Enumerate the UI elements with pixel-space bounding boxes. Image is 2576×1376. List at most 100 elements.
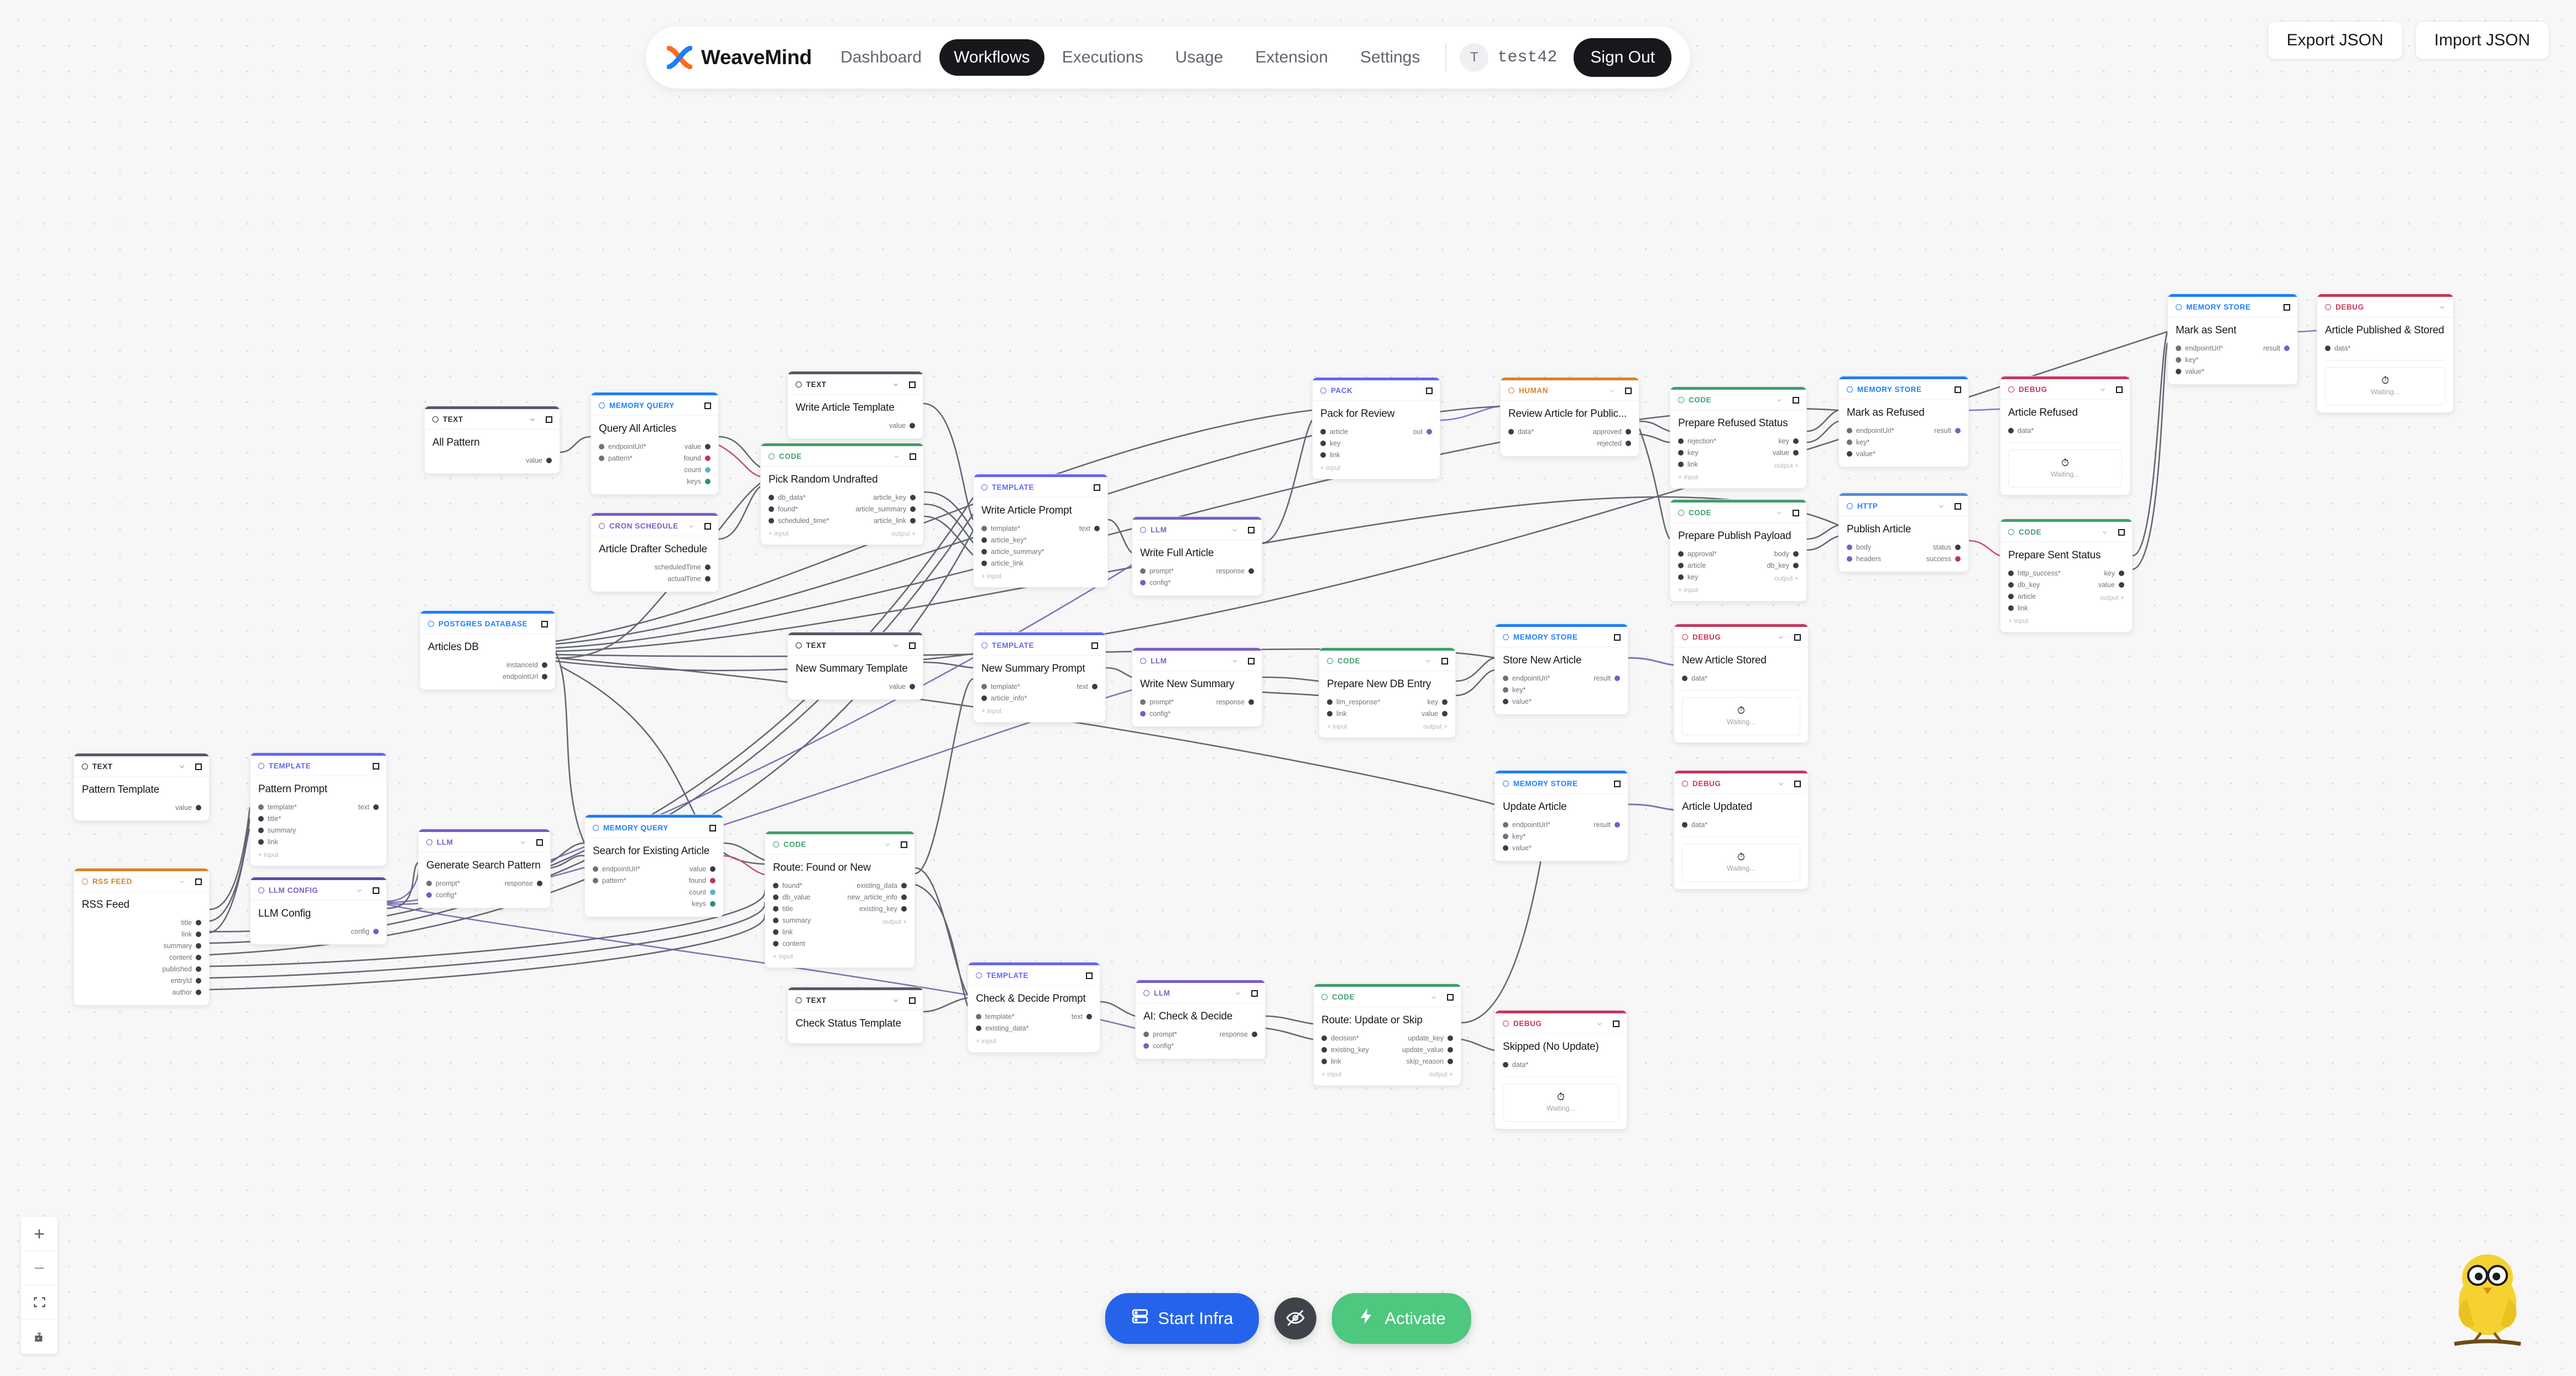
expand-square-icon[interactable] [546, 416, 552, 423]
expand-square-icon[interactable] [1094, 484, 1100, 491]
port-dot-icon[interactable] [910, 495, 916, 500]
input-port[interactable]: pattern* [599, 453, 646, 464]
chevron-down-icon[interactable] [892, 381, 900, 389]
output-port[interactable]: keys [687, 476, 710, 487]
port-dot-icon[interactable] [1678, 462, 1684, 467]
port-dot-icon[interactable] [1327, 711, 1333, 716]
port-dot-icon[interactable] [773, 918, 778, 923]
node-header[interactable]: MEMORY STORE [1495, 773, 1628, 794]
port-dot-icon[interactable] [1847, 451, 1852, 457]
port-dot-icon[interactable] [2284, 346, 2290, 351]
nav-item-settings[interactable]: Settings [1360, 48, 1420, 66]
nav-item-workflows[interactable]: Workflows [939, 39, 1044, 76]
output-port[interactable]: count [684, 464, 710, 475]
expand-square-icon[interactable] [1625, 387, 1632, 394]
port-dot-icon[interactable] [705, 479, 710, 484]
node-header[interactable]: HUMAN [1501, 380, 1639, 401]
input-port[interactable]: key* [1503, 831, 1550, 842]
chevron-down-icon[interactable] [178, 878, 186, 886]
node-header[interactable]: LLM [1132, 651, 1262, 671]
input-port[interactable]: headers [1847, 553, 1881, 564]
input-port[interactable]: endpointUrl* [599, 441, 646, 452]
input-port[interactable]: summary [773, 915, 811, 926]
port-dot-icon[interactable] [1847, 545, 1852, 550]
chevron-down-icon[interactable] [519, 839, 527, 846]
add-input-button[interactable]: + input [2008, 617, 2029, 625]
input-port[interactable]: article [2008, 591, 2061, 602]
port-dot-icon[interactable] [537, 881, 542, 886]
expand-square-icon[interactable] [1793, 509, 1799, 516]
port-dot-icon[interactable] [1143, 1032, 1149, 1037]
chevron-down-icon[interactable] [1775, 509, 1783, 517]
input-port[interactable]: rejection* [1678, 436, 1716, 447]
input-port[interactable]: prompt* [1140, 566, 1174, 577]
port-dot-icon[interactable] [1248, 568, 1254, 574]
port-dot-icon[interactable] [981, 695, 987, 701]
expand-square-icon[interactable] [1613, 1020, 1619, 1027]
expand-square-icon[interactable] [1248, 526, 1255, 533]
input-port[interactable]: data* [1682, 819, 1707, 830]
node-header[interactable]: CRON SCHEDULE [591, 516, 718, 536]
node-header[interactable]: CODE [1319, 651, 1455, 671]
expand-square-icon[interactable] [909, 381, 916, 388]
nav-item-executions[interactable]: Executions [1062, 48, 1143, 66]
output-port[interactable]: text [358, 802, 379, 813]
output-port[interactable]: response [1216, 697, 1254, 708]
node-header[interactable]: DEBUG [1674, 773, 1808, 794]
node-header[interactable]: POSTGRES DATABASE [420, 614, 555, 634]
port-dot-icon[interactable] [1614, 822, 1620, 828]
chevron-down-icon[interactable] [178, 763, 186, 771]
input-port[interactable]: endpointUrl* [1847, 425, 1894, 436]
node-header[interactable]: LLM CONFIG [250, 880, 386, 901]
input-port[interactable]: prompt* [1143, 1029, 1177, 1040]
input-port[interactable]: endpointUrl* [1503, 819, 1550, 830]
zoom-out-button[interactable] [21, 1251, 58, 1285]
input-port[interactable]: article_summary* [981, 546, 1044, 557]
port-dot-icon[interactable] [2008, 571, 2014, 576]
output-port[interactable]: success [1926, 553, 1961, 564]
toggle-visibility-button[interactable] [1274, 1297, 1316, 1340]
node-header[interactable]: DEBUG [1674, 627, 1808, 647]
output-port[interactable]: text [1079, 523, 1100, 534]
port-dot-icon[interactable] [773, 941, 778, 946]
expand-square-icon[interactable] [704, 402, 711, 409]
input-port[interactable]: template* [981, 523, 1044, 534]
port-dot-icon[interactable] [1140, 568, 1146, 574]
port-dot-icon[interactable] [773, 906, 778, 912]
port-dot-icon[interactable] [705, 467, 710, 473]
output-port[interactable]: response [505, 878, 542, 889]
port-dot-icon[interactable] [1320, 441, 1326, 446]
expand-square-icon[interactable] [373, 762, 379, 770]
output-port[interactable]: text [1077, 681, 1098, 692]
expand-square-icon[interactable] [1794, 634, 1801, 641]
output-port[interactable]: skip_reason [1407, 1056, 1453, 1067]
add-input-button[interactable]: + input [1678, 473, 1699, 481]
port-dot-icon[interactable] [1448, 1059, 1453, 1064]
node-header[interactable]: TEXT [425, 409, 560, 430]
add-output-button[interactable]: output + [2100, 594, 2124, 601]
port-dot-icon[interactable] [1442, 711, 1448, 716]
input-port[interactable]: link [1320, 449, 1348, 461]
port-dot-icon[interactable] [542, 674, 547, 679]
expand-square-icon[interactable] [195, 878, 202, 885]
port-dot-icon[interactable] [910, 506, 916, 512]
input-port[interactable]: body [1847, 542, 1881, 553]
add-output-button[interactable]: output + [882, 918, 907, 925]
add-output-button[interactable]: output + [1429, 1070, 1453, 1078]
node-header[interactable]: CODE [1670, 503, 1806, 523]
output-port[interactable]: status [1933, 542, 1961, 553]
input-port[interactable]: link [1678, 459, 1716, 470]
input-port[interactable]: decision* [1321, 1033, 1369, 1044]
input-port[interactable]: summary [258, 825, 297, 836]
input-port[interactable]: config* [1140, 577, 1174, 588]
input-port[interactable]: http_success* [2008, 568, 2061, 579]
input-port[interactable]: llm_response* [1327, 697, 1380, 708]
